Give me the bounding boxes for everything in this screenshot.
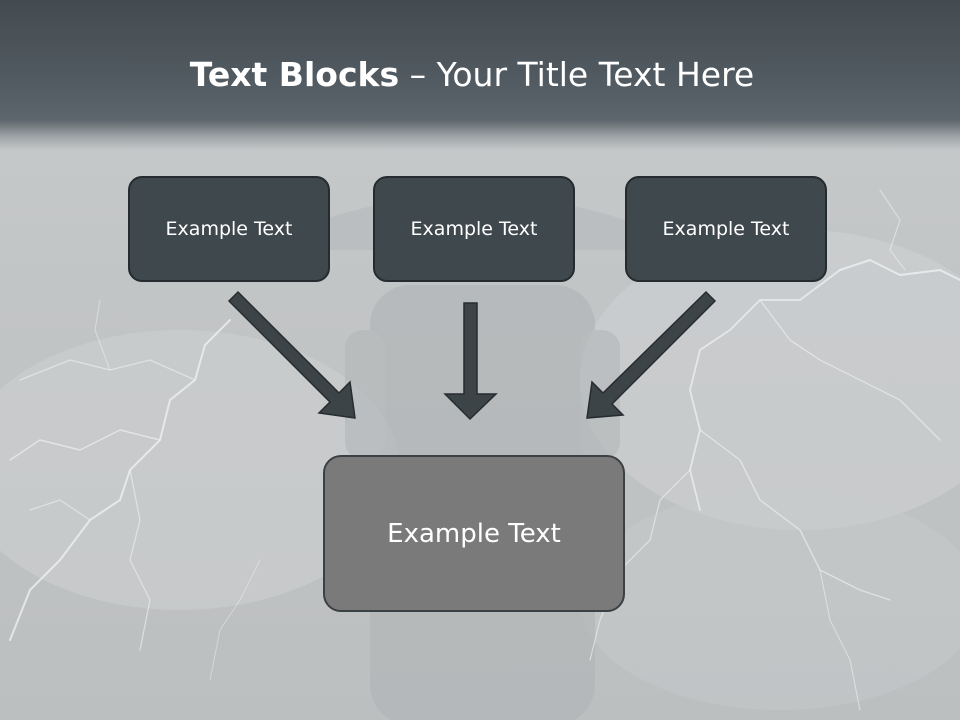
arrow-down-icon bbox=[443, 302, 498, 421]
title-bold: Text Blocks bbox=[189, 55, 400, 94]
title-band bbox=[0, 0, 960, 150]
arrow-down-right-icon bbox=[227, 290, 356, 419]
arrow-down-left-icon bbox=[586, 290, 717, 419]
text-block-middle: Example Text bbox=[373, 176, 575, 282]
title-rest: Your Title Text Here bbox=[436, 55, 755, 94]
text-block-left: Example Text bbox=[128, 176, 330, 282]
title-dash: – bbox=[399, 55, 437, 94]
text-block-right: Example Text bbox=[625, 176, 827, 282]
page-title: Text Blocks – Your Title Text Here bbox=[0, 52, 944, 98]
lightning-bolts bbox=[9, 189, 960, 711]
text-block-result: Example Text bbox=[323, 455, 625, 612]
